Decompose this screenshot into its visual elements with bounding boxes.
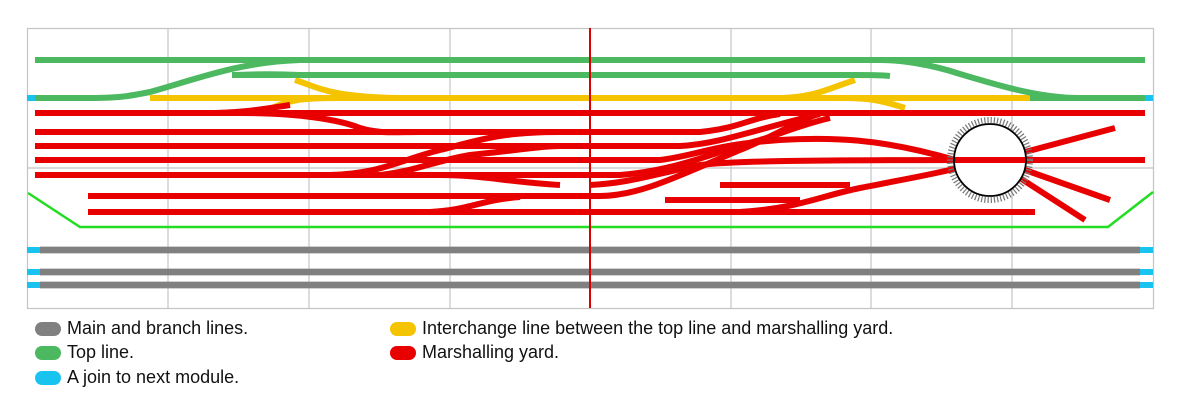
gray-swatch-icon — [35, 321, 61, 336]
legend-main-lines: Main and branch lines. — [35, 318, 248, 339]
legend-marshalling-yard: Marshalling yard. — [390, 342, 559, 363]
blue-swatch-icon — [35, 370, 61, 385]
legend-join: A join to next module. — [35, 367, 239, 388]
legend-label: Top line. — [67, 342, 135, 362]
legend-label: Main and branch lines. — [67, 318, 249, 338]
turntable — [947, 117, 1033, 203]
baseboard-boundary — [27, 191, 1154, 229]
green-swatch-icon — [35, 345, 61, 360]
legend-label: Marshalling yard. — [422, 342, 560, 362]
yellow-swatch-icon — [390, 321, 416, 336]
join-markers — [27, 95, 1153, 288]
legend-interchange: Interchange line between the top line an… — [390, 318, 893, 339]
red-swatch-icon — [390, 345, 416, 360]
legend-top-line: Top line. — [35, 342, 134, 363]
legend-label: A join to next module. — [67, 367, 240, 387]
legend-label: Interchange line between the top line an… — [422, 318, 894, 338]
